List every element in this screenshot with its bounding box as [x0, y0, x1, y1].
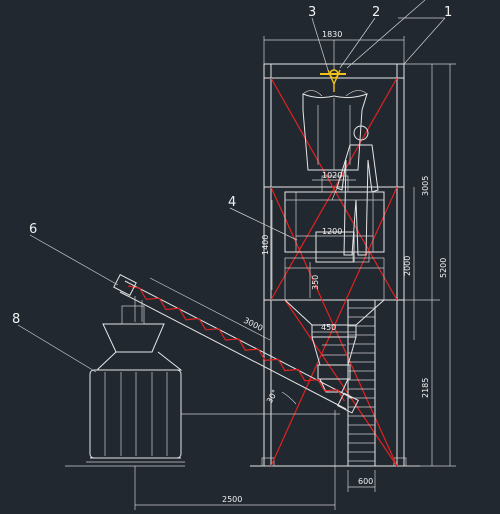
bag-hoist	[320, 40, 346, 92]
weigh-hopper	[284, 175, 385, 393]
dim-2500: 2500	[222, 495, 242, 504]
access-ladder	[347, 300, 376, 466]
jumbo-bag	[302, 90, 368, 171]
dim-1200: 1200	[322, 227, 342, 236]
label-part-4: 4	[228, 195, 236, 210]
frame-bracing	[270, 77, 398, 467]
dim-600: 600	[358, 477, 373, 486]
dim-2000: 2000	[403, 256, 412, 276]
label-part-8: 8	[12, 312, 20, 327]
label-part-1: 1	[444, 5, 452, 20]
dim-350: 350	[311, 275, 320, 290]
label-part-6: 6	[29, 222, 37, 237]
steel-frame	[250, 63, 420, 467]
receiving-hopper	[86, 305, 185, 463]
dim-30-degrees: 30°	[265, 388, 280, 405]
label-part-2: 2	[372, 5, 380, 20]
dim-1400: 1400	[261, 235, 270, 255]
dim-2185: 2185	[421, 378, 430, 398]
part-number-labels: 3 2 1 4 6 8	[12, 5, 452, 327]
dim-5200: 5200	[439, 258, 448, 278]
dim-3000: 3000	[242, 316, 264, 333]
leader-lines	[17, 0, 446, 373]
dim-1020: 1020	[322, 171, 342, 180]
label-part-3: 3	[308, 5, 316, 20]
dim-450: 450	[321, 323, 336, 332]
dimension-lines	[134, 36, 456, 510]
dim-1830: 1830	[322, 30, 342, 39]
dim-3005: 3005	[421, 176, 430, 196]
operator-figure	[331, 125, 379, 256]
screw-conveyor	[113, 274, 359, 414]
